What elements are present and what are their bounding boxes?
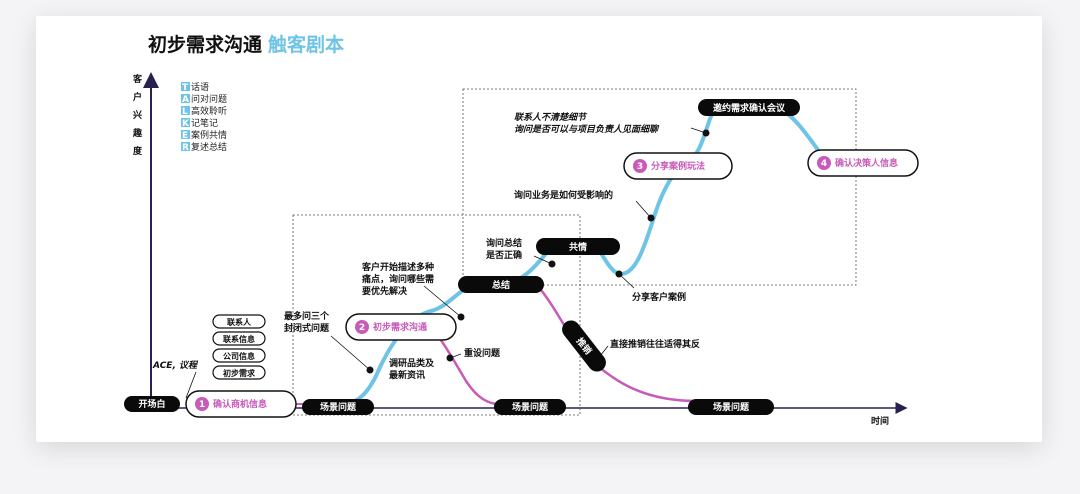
checklist-contact: 联系人 [227, 317, 252, 327]
info-checklist: 联系人 联系信息 公司信息 初步需求 [212, 314, 266, 380]
checklist-company-info: 公司信息 [223, 351, 255, 361]
annotation-closed-questions: 最多问三个 封闭式问题 [284, 310, 330, 334]
checklist-initial-needs: 初步需求 [223, 368, 256, 378]
svg-text:客户开始描述多种: 客户开始描述多种 [361, 261, 434, 273]
pill-scene-3: 场景问题 [688, 399, 774, 415]
svg-text:最多问三个: 最多问三个 [284, 310, 330, 322]
annotation-reset-question: 重设问题 [464, 347, 501, 359]
svg-text:问对问题: 问对问题 [191, 93, 227, 105]
svg-text:记笔记: 记笔记 [191, 117, 218, 129]
svg-text:总结: 总结 [492, 279, 510, 291]
region-case-sharing [462, 88, 857, 286]
svg-text:场景问题: 场景问题 [713, 401, 750, 413]
svg-text:要优先解决: 要优先解决 [362, 285, 408, 297]
y-axis-label: 客 户 兴 趣 度 [132, 73, 143, 157]
curve-rise-1 [335, 282, 482, 407]
pill-summary: 总结 [458, 276, 544, 293]
svg-text:话语: 话语 [191, 81, 209, 93]
annotation-share-case: 分享客户案例 [632, 291, 686, 303]
annotation-ask-business: 询问业务是如何受影响的 [514, 189, 613, 201]
checklist-contact-info: 联系信息 [223, 334, 255, 344]
annotation-ace: ACE, 议程 [152, 360, 199, 371]
svg-text:案例共情: 案例共情 [191, 129, 227, 141]
svg-text:R: R [182, 143, 189, 153]
svg-text:联系人不清楚细节: 联系人不清楚细节 [514, 112, 588, 123]
pill-invite-meeting: 邀约需求确认会议 [698, 99, 800, 116]
stage-3-share-cases: 3 分享案例玩法 [623, 152, 733, 180]
svg-text:询问是否可以与项目负责人见面细聊: 询问是否可以与项目负责人见面细聊 [514, 124, 660, 135]
svg-text:高效聆听: 高效聆听 [191, 105, 227, 117]
svg-text:3: 3 [637, 162, 643, 172]
svg-text:客: 客 [132, 73, 143, 85]
pill-push-sale: 推销 [562, 320, 606, 372]
curve-fall-1 [429, 325, 507, 407]
svg-text:确认商机信息: 确认商机信息 [213, 398, 267, 410]
stage-2-initial-needs: 2 初步需求沟通 [345, 313, 457, 341]
stage-4-confirm-decision-maker: 4 确认决策人信息 [807, 149, 919, 177]
svg-text:询问总结: 询问总结 [486, 237, 522, 249]
svg-text:分享案例玩法: 分享案例玩法 [651, 160, 705, 172]
svg-text:1: 1 [199, 400, 205, 410]
pill-opening: 开场白 [124, 396, 180, 412]
svg-text:邀约需求确认会议: 邀约需求确认会议 [713, 102, 786, 114]
svg-text:痛点，询问哪些需: 痛点，询问哪些需 [361, 273, 434, 285]
svg-text:是否正确: 是否正确 [485, 249, 522, 261]
annotation-research: 调研品类及 最新资讯 [389, 357, 435, 381]
svg-text:封闭式问题: 封闭式问题 [284, 322, 330, 334]
svg-text:确认决策人信息: 确认决策人信息 [835, 157, 898, 169]
svg-text:K: K [182, 119, 190, 129]
page-title: 初步需求沟通触客剧本 [148, 33, 344, 56]
annotation-pain-points: 客户开始描述多种 痛点，询问哪些需 要优先解决 [361, 261, 434, 297]
annotation-contact-unclear: 联系人不清楚细节 询问是否可以与项目负责人见面细聊 [514, 112, 660, 135]
svg-text:趣: 趣 [132, 127, 143, 139]
annotation-direct-push: 直接推销往往适得其反 [610, 338, 700, 350]
pill-scene-1: 场景问题 [302, 399, 374, 415]
svg-text:4: 4 [821, 159, 827, 169]
pill-empathy: 共情 [536, 238, 620, 255]
svg-text:兴: 兴 [133, 109, 142, 121]
region-initial-needs [292, 214, 581, 416]
svg-text:户: 户 [133, 91, 142, 103]
svg-text:场景问题: 场景问题 [320, 401, 357, 413]
svg-text:E: E [182, 131, 188, 141]
annotation-ask-summary: 询问总结 是否正确 [485, 237, 522, 261]
curve-rise-3 [594, 106, 718, 277]
svg-text:A: A [182, 95, 189, 105]
svg-text:调研品类及: 调研品类及 [389, 357, 435, 369]
svg-text:度: 度 [133, 145, 143, 157]
svg-text:复述总结: 复述总结 [191, 141, 227, 153]
svg-text:L: L [182, 107, 188, 117]
pill-scene-2: 场景问题 [494, 399, 566, 415]
svg-text:T: T [182, 83, 189, 93]
svg-text:场景问题: 场景问题 [512, 401, 549, 413]
svg-text:2: 2 [359, 323, 365, 333]
stage-1-confirm-opportunity: 1 确认商机信息 [185, 390, 297, 418]
x-axis-label: 时间 [871, 415, 889, 427]
svg-text:开场白: 开场白 [138, 398, 165, 410]
svg-text:初步需求沟通: 初步需求沟通 [373, 321, 427, 333]
svg-text:最新资讯: 最新资讯 [389, 369, 425, 381]
svg-text:共情: 共情 [569, 241, 587, 253]
